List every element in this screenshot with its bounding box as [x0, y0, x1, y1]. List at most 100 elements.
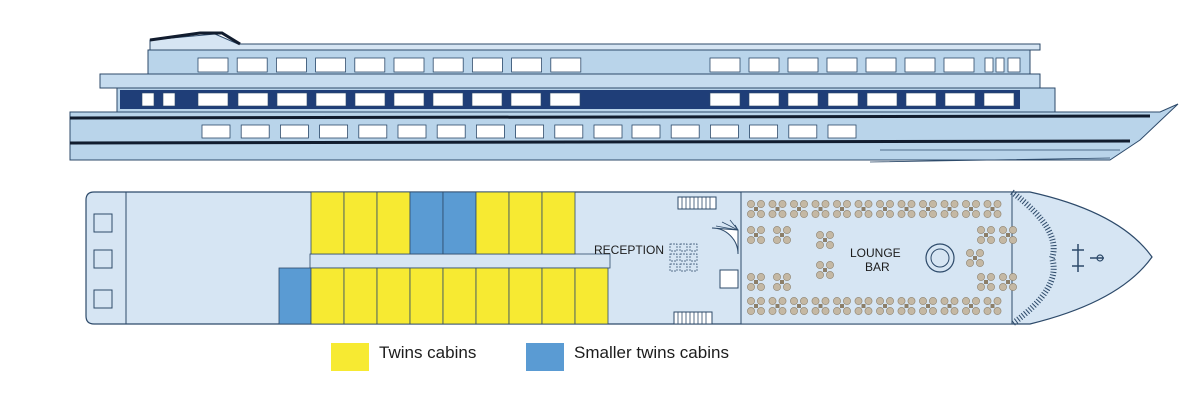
main-hull [69, 103, 1179, 161]
lounge-table-cluster [983, 297, 1002, 315]
stern-box-1 [93, 213, 113, 233]
lounge-table-cluster [876, 297, 894, 315]
middle-window [432, 92, 464, 107]
upper-window [432, 57, 464, 73]
hull-window [475, 124, 505, 139]
cabin-twin [574, 267, 609, 325]
reception-tile [689, 243, 698, 252]
lounge-table-cluster [940, 297, 959, 315]
ship-side-profile [69, 31, 1179, 163]
lounge-table-cluster [747, 200, 765, 218]
reception-tile [689, 253, 698, 262]
upper-window [984, 57, 994, 73]
hull-window [788, 124, 818, 139]
upper-window [471, 57, 503, 73]
cabin-smaller_twin [409, 191, 444, 255]
hull-window [397, 124, 427, 139]
lounge-table-cluster [833, 297, 851, 315]
cabins [278, 191, 609, 325]
reception-tile [679, 243, 688, 252]
middle-window [237, 92, 269, 107]
legend-smaller-twins: Smaller twins cabins [526, 342, 729, 372]
upper-window [709, 57, 741, 73]
hull-window [593, 124, 623, 139]
upper-window [197, 57, 229, 73]
hull-window [631, 124, 661, 139]
cabin-twin [343, 191, 378, 255]
hull-window [749, 124, 778, 139]
lounge-table-cluster [854, 200, 873, 218]
middle-window [905, 92, 937, 107]
elevator [719, 269, 739, 289]
sundeck-roof [149, 33, 1041, 51]
hull-stripe-top [69, 114, 1151, 120]
middle-window [276, 92, 308, 107]
lounge-round-bar [925, 243, 955, 273]
middle-window [471, 92, 503, 107]
lounge-area [740, 191, 1013, 325]
cabin-twin [442, 267, 477, 325]
lounge-table-cluster [977, 273, 995, 291]
lounge-table-cluster [962, 200, 980, 218]
middle-window [709, 92, 741, 107]
stairs-bottom [673, 311, 713, 325]
upper-window [315, 57, 347, 73]
legend-label-twins: Twins cabins [379, 343, 477, 362]
reception-label: RECEPTION [594, 243, 664, 257]
reception-tile [669, 253, 678, 262]
middle-window [510, 92, 542, 107]
lounge-table-cluster [790, 200, 808, 218]
legend-label-smaller-twins: Smaller twins cabins [574, 343, 729, 362]
middle-window [549, 92, 581, 107]
lounge-table-cluster [811, 297, 830, 315]
lounge-table-cluster [999, 226, 1017, 244]
lounge-table-cluster [816, 231, 834, 249]
middle-window [787, 92, 819, 107]
lounge-table-cluster [773, 273, 791, 291]
lounge-table-cluster [747, 226, 765, 244]
lounge-table-cluster [983, 200, 1002, 218]
bow-deck-arc [1010, 189, 1057, 327]
lounge-table-cluster [811, 200, 830, 218]
upper-window [904, 57, 936, 73]
upper-window [550, 57, 582, 73]
lounge-table-cluster [977, 226, 995, 244]
side-windows [120, 57, 1021, 139]
middle-window [866, 92, 898, 107]
hull-window [710, 124, 739, 139]
reception-desk [669, 243, 698, 272]
cabin-twin [508, 191, 543, 255]
lounge-table-cluster [747, 273, 765, 291]
lounge-table-cluster [940, 200, 959, 218]
legend-swatch-twins [331, 343, 369, 371]
cabin-twin [475, 267, 510, 325]
lounge-table-cluster [966, 249, 984, 267]
cabin-twin [541, 191, 576, 255]
spiral-staircase [711, 227, 739, 255]
middle-window [162, 92, 176, 107]
upper-window [393, 57, 425, 73]
lounge-table-cluster [999, 273, 1017, 291]
lounge-table-cluster [919, 297, 937, 315]
anchor-icon [1072, 244, 1104, 272]
sundeck-rail [149, 31, 241, 46]
lounge-table-cluster [833, 200, 851, 218]
upper-window [1007, 57, 1021, 73]
reception-tile [679, 253, 688, 262]
hull-window [670, 124, 700, 139]
cabin-twin [409, 267, 444, 325]
lounge-table-cluster [919, 200, 937, 218]
cabin-twin [508, 267, 543, 325]
hull-window [515, 124, 544, 139]
hull-window [554, 124, 584, 139]
upper-window [236, 57, 268, 73]
middle-window [748, 92, 780, 107]
bar-label: BAR [865, 260, 890, 274]
cabin-twin [376, 191, 411, 255]
cabin-smaller_twin [278, 267, 312, 325]
cabin-twin [343, 267, 378, 325]
cabin-twin [310, 191, 345, 255]
deck-plan: RECEPTION LOUNGE BAR [85, 189, 1153, 327]
cabin-smaller_twin [442, 191, 477, 255]
